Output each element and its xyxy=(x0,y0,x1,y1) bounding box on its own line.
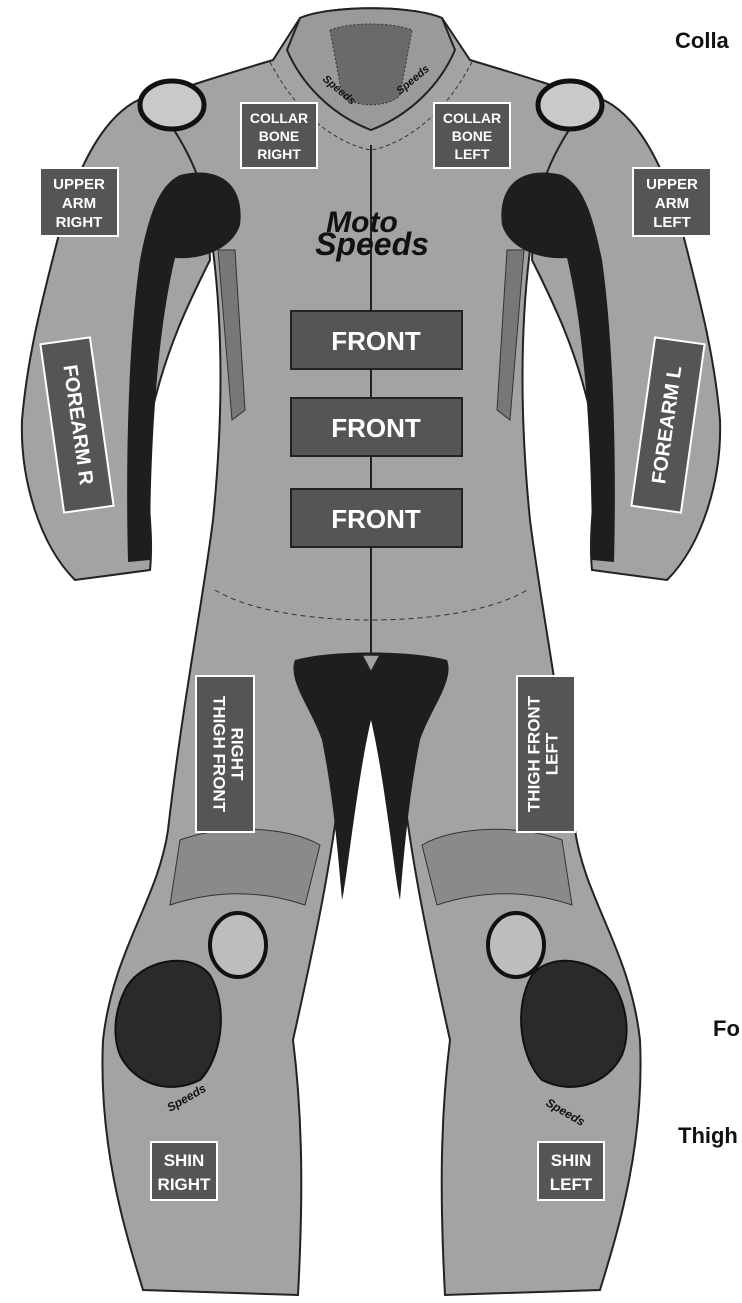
suit-silhouette xyxy=(22,8,720,1295)
patch-front-1: FRONT xyxy=(291,311,462,369)
patch-upper-arm-left: UPPER ARM LEFT xyxy=(633,168,711,236)
patch-line: LEFT xyxy=(550,1175,593,1194)
right-shoulder-slider xyxy=(140,81,204,129)
patch-shin-left: SHIN LEFT xyxy=(538,1142,604,1200)
side-label-thigh: Thigh xyxy=(678,1123,738,1149)
left-knee-slider xyxy=(521,961,626,1087)
patch-thigh-front-right: THIGH FRONT RIGHT xyxy=(196,676,254,832)
patch-line: SHIN xyxy=(551,1151,592,1170)
patch-line: RIGHT xyxy=(158,1175,212,1194)
patch-collar-bone-right: COLLAR BONE RIGHT xyxy=(241,103,317,168)
patch-line: RIGHT xyxy=(228,728,247,782)
patch-line: SHIN xyxy=(164,1151,205,1170)
patch-line: ARM xyxy=(655,195,689,212)
patch-line: BONE xyxy=(452,128,492,144)
patch-shin-right: SHIN RIGHT xyxy=(151,1142,217,1200)
side-label-collar: Colla xyxy=(675,28,729,54)
patch-label: FRONT xyxy=(331,413,421,443)
side-label-forearm: Fo xyxy=(713,1016,740,1042)
left-knee-cup xyxy=(488,913,544,977)
patch-line: BONE xyxy=(259,128,299,144)
patch-line: ARM xyxy=(62,195,96,212)
patch-line: COLLAR xyxy=(443,110,501,126)
patch-front-3: FRONT xyxy=(291,489,462,547)
right-knee-accordion xyxy=(170,829,320,905)
patch-upper-arm-right: UPPER ARM RIGHT xyxy=(40,168,118,236)
patch-line: COLLAR xyxy=(250,110,308,126)
patch-line: RIGHT xyxy=(257,146,301,162)
patch-line: LEFT xyxy=(542,732,561,775)
right-knee-cup xyxy=(210,913,266,977)
patch-label: FRONT xyxy=(331,326,421,356)
patch-line: UPPER xyxy=(53,176,105,193)
patch-line: THIGH FRONT xyxy=(524,695,543,812)
patch-line: UPPER xyxy=(646,176,698,193)
chest-logo-line2: Speeds xyxy=(315,226,429,262)
patch-line: THIGH FRONT xyxy=(210,696,229,813)
patch-line: LEFT xyxy=(653,214,691,231)
patch-thigh-front-left: THIGH FRONT LEFT xyxy=(517,676,575,832)
patch-line: LEFT xyxy=(455,146,490,162)
left-shoulder-slider xyxy=(538,81,602,129)
patch-collar-bone-left: COLLAR BONE LEFT xyxy=(434,103,510,168)
left-knee-accordion xyxy=(422,829,572,905)
patch-front-2: FRONT xyxy=(291,398,462,456)
right-knee-slider xyxy=(115,961,220,1087)
patch-label: FRONT xyxy=(331,504,421,534)
patch-line: RIGHT xyxy=(56,214,103,231)
